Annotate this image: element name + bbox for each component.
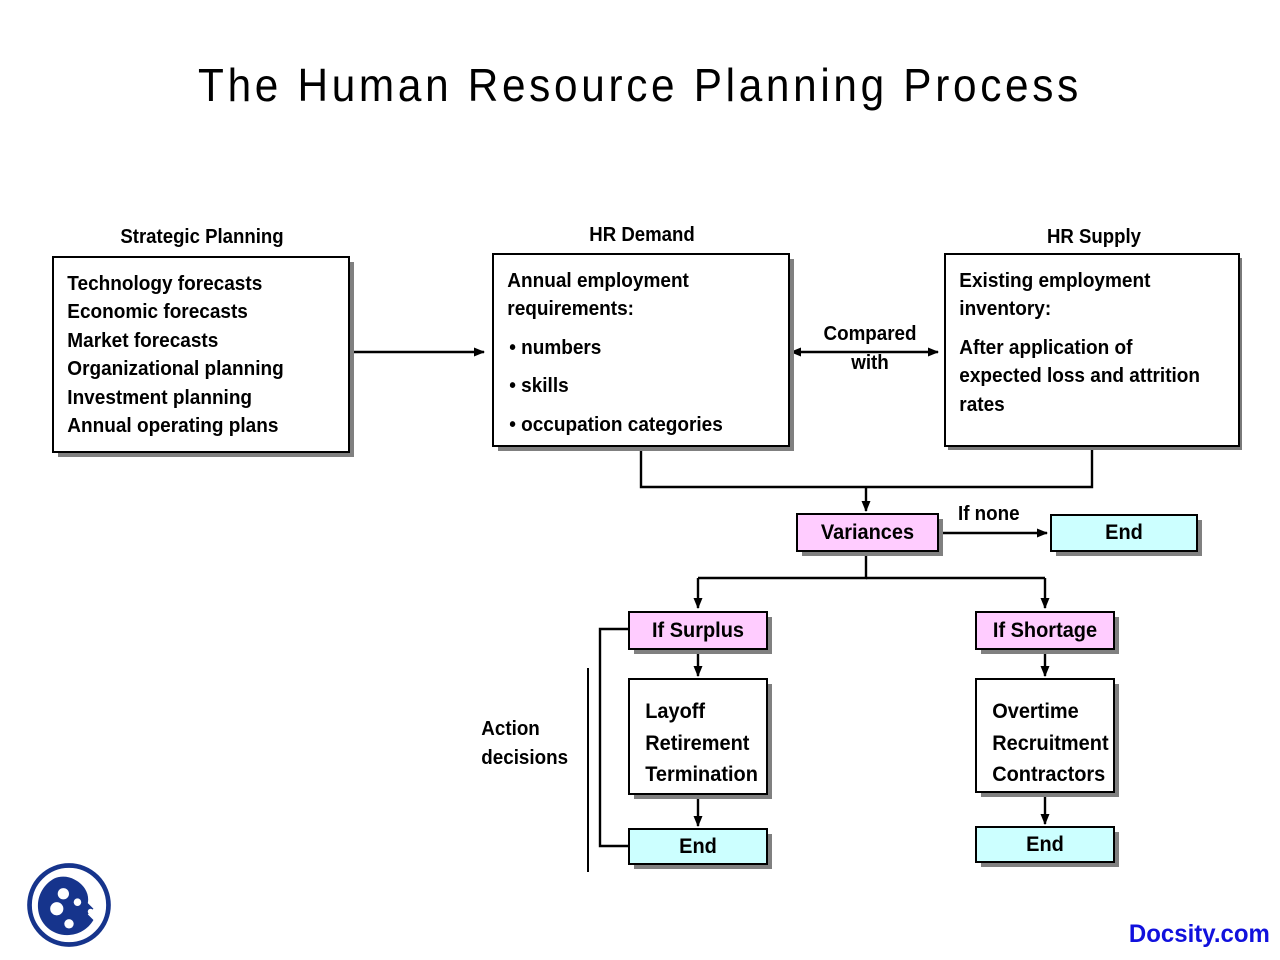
wire-surplus-bypass-to-end	[598, 627, 628, 848]
strategic-line-6: Annual operating plans	[67, 414, 279, 437]
label-action-line-1: Action	[481, 718, 540, 740]
caption-strategic-planning: Strategic Planning	[120, 226, 284, 248]
end-if-none-label: End	[1105, 521, 1143, 544]
node-strategic-planning[interactable]: Technology forecasts Economic forecasts …	[52, 256, 350, 453]
label-compared-bottom: with	[851, 352, 889, 374]
page-title: The Human Resource Planning Process	[198, 59, 1082, 111]
hr-demand-body: Annual employment requirements: • number…	[494, 255, 773, 449]
node-surplus-actions[interactable]: Layoff Retirement Termination	[628, 678, 768, 795]
hr-demand-bullet-1: • numbers	[509, 336, 602, 359]
hr-demand-bullet-2: • skills	[509, 375, 569, 398]
hr-supply-body-3: rates	[959, 393, 1005, 416]
surplus-actions-body: Layoff Retirement Termination	[630, 680, 759, 791]
hr-supply-body: Existing employment inventory: After app…	[946, 255, 1223, 429]
docsity-cookie-logo	[27, 863, 111, 947]
label-if-none: If none	[957, 503, 1020, 525]
node-end-surplus[interactable]: End	[628, 828, 768, 865]
shortage-action-1: Overtime	[992, 700, 1079, 723]
surplus-action-2: Retirement	[645, 731, 750, 755]
if-shortage-label: If Shortage	[992, 618, 1098, 642]
wire-demand-to-variances	[639, 448, 866, 489]
surplus-action-1: Layoff	[645, 700, 706, 723]
docsity-watermark: Docsity.com	[1128, 920, 1270, 948]
label-action-line-2: decisions	[481, 747, 569, 769]
node-if-shortage[interactable]: If Shortage	[975, 611, 1115, 650]
label-compared-with: Compared with	[800, 320, 941, 378]
label-compared-top: Compared	[823, 323, 917, 345]
node-hr-demand[interactable]: Annual employment requirements: • number…	[492, 253, 790, 447]
hr-supply-body-1: After application of	[959, 336, 1133, 359]
shortage-action-2: Recruitment	[992, 731, 1109, 755]
caption-hr-supply: HR Supply	[1046, 226, 1142, 248]
wire-variances-split	[698, 553, 868, 580]
hr-supply-heading-2: inventory:	[959, 298, 1052, 321]
hr-supply-body-2: expected loss and attrition	[959, 365, 1201, 388]
node-shortage-actions[interactable]: Overtime Recruitment Contractors	[975, 678, 1115, 793]
strategic-planning-body: Technology forecasts Economic forecasts …	[54, 258, 333, 450]
end-surplus-label: End	[679, 834, 717, 858]
strategic-line-4: Organizational planning	[67, 358, 284, 381]
hr-demand-bullet-3: • occupation categories	[509, 413, 723, 436]
strategic-line-5: Investment planning	[67, 386, 253, 409]
caption-hr-demand: HR Demand	[589, 224, 695, 246]
node-hr-supply[interactable]: Existing employment inventory: After app…	[944, 253, 1240, 447]
if-surplus-label: If Surplus	[651, 618, 745, 642]
hr-supply-heading-1: Existing employment	[959, 270, 1151, 292]
surplus-action-3: Termination	[645, 763, 758, 786]
node-end-if-none[interactable]: End	[1050, 514, 1198, 552]
strategic-line-2: Economic forecasts	[67, 301, 248, 324]
shortage-actions-body: Overtime Recruitment Contractors	[977, 680, 1109, 791]
strategic-line-3: Market forecasts	[67, 329, 219, 352]
wire-supply-to-variances	[866, 447, 1094, 489]
strategic-line-1: Technology forecasts	[67, 273, 263, 295]
hr-demand-heading-1: Annual employment	[507, 270, 689, 292]
node-if-surplus[interactable]: If Surplus	[628, 611, 768, 650]
node-variances[interactable]: Variances	[796, 513, 939, 552]
end-shortage-label: End	[1026, 832, 1064, 856]
variances-label: Variances	[820, 520, 915, 544]
hr-demand-heading-2: requirements:	[507, 298, 635, 321]
shortage-action-3: Contractors	[992, 763, 1106, 786]
label-action-decisions: Action decisions	[481, 715, 584, 773]
node-end-shortage[interactable]: End	[975, 826, 1115, 863]
